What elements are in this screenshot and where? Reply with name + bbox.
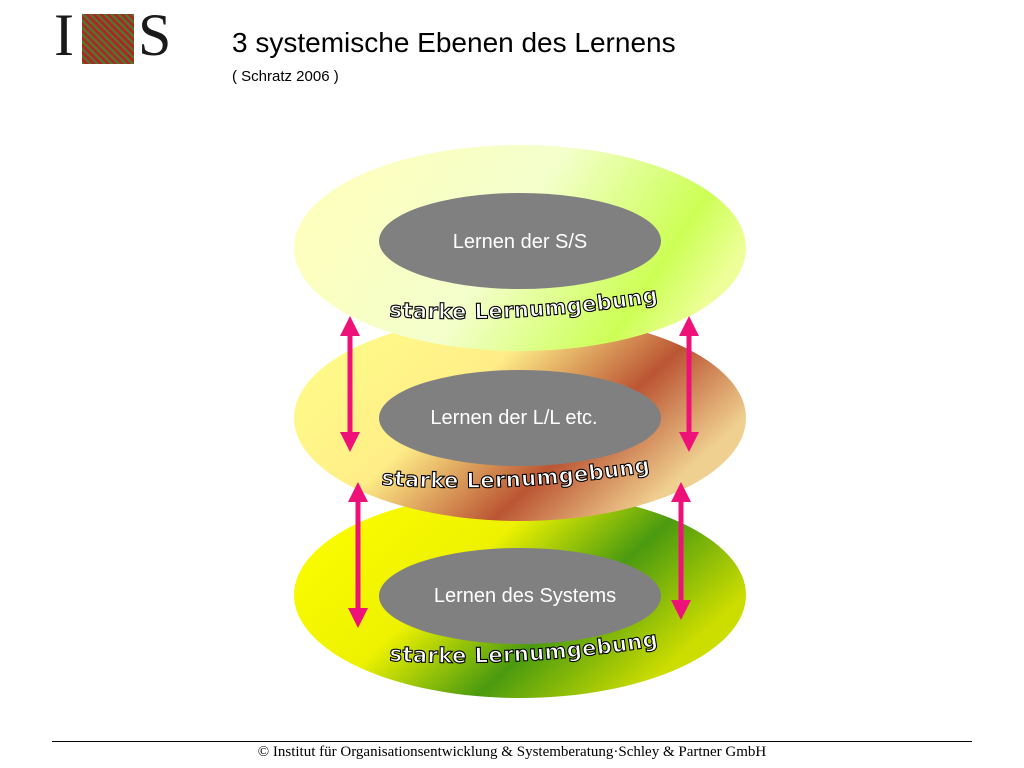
level-label-middle: Lernen der L/L etc. xyxy=(430,407,597,429)
inner-ellipse-middle xyxy=(379,370,661,466)
footer-divider xyxy=(52,741,972,742)
double-arrow-lower-left xyxy=(348,482,368,628)
inner-ellipse-top xyxy=(379,193,661,289)
level-label-top: Lernen der S/S xyxy=(453,231,588,253)
double-arrow-lower-right xyxy=(671,482,691,620)
ios-logo: I S xyxy=(52,2,176,68)
level-label-bottom: Lernen des Systems xyxy=(434,585,616,607)
logo-pattern-square xyxy=(82,14,134,64)
logo-letter-s: S xyxy=(138,2,172,68)
slide-title: 3 systemische Ebenen des Lernens xyxy=(232,27,676,58)
slide-subtitle: ( Schratz 2006 ) xyxy=(232,68,339,85)
double-arrow-upper-right xyxy=(679,316,699,452)
logo-letter-i: I xyxy=(54,2,74,68)
double-arrow-upper-left xyxy=(340,316,360,452)
inner-ellipse-bottom xyxy=(379,548,661,644)
footer-copyright: © Institut für Organisationsentwicklung … xyxy=(257,744,767,760)
